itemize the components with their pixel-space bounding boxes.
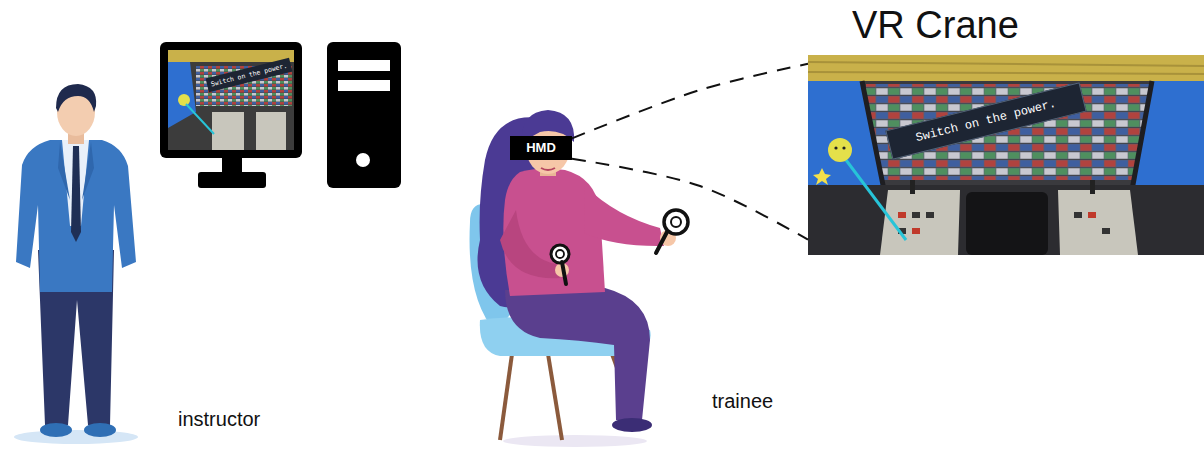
cabin-pillar	[862, 81, 1152, 190]
console-button	[1102, 228, 1110, 234]
vr-view: VR CraneSwitch on the power.	[808, 0, 1204, 255]
hair	[56, 84, 96, 112]
controller-ring	[671, 217, 681, 227]
console-button	[912, 212, 920, 218]
chair-leg	[548, 354, 562, 440]
computer-monitor	[160, 42, 302, 188]
shoe	[40, 423, 72, 437]
monitor-neck	[222, 158, 242, 174]
joystick	[910, 180, 915, 194]
instructor-figure	[14, 84, 138, 444]
console-button	[1088, 212, 1096, 218]
dashed-view-line	[572, 64, 808, 139]
lapel	[58, 142, 70, 200]
cabin-floor	[808, 185, 1204, 255]
console-button	[912, 228, 920, 234]
trousers	[505, 288, 650, 420]
hmd-box: HMD	[510, 136, 572, 160]
console-button	[1074, 212, 1082, 218]
joystick	[1090, 180, 1095, 194]
tie	[71, 146, 81, 242]
controller-ring	[556, 250, 564, 258]
instruction-banner: Switch on the power.	[885, 82, 1086, 159]
drive-slot	[338, 60, 390, 71]
screen-side-panel	[168, 62, 196, 128]
power-button	[356, 153, 370, 167]
console-button	[926, 212, 934, 218]
view-heading: VR Crane	[852, 2, 1019, 48]
floor-shadow	[503, 435, 647, 447]
controller-ring	[551, 245, 569, 263]
monitor-frame	[160, 42, 302, 158]
mascot-eye	[842, 146, 845, 149]
vr-controller	[551, 245, 569, 284]
monitor-screen	[168, 50, 294, 150]
shoe	[84, 423, 116, 437]
dashed-view-line	[572, 159, 808, 240]
screen-console	[256, 112, 286, 150]
mascot	[828, 138, 852, 162]
roof-texture	[808, 62, 1204, 74]
control-console	[1058, 190, 1138, 255]
node-text: Switch on the power.	[887, 83, 1086, 158]
cabin-background	[808, 55, 1204, 255]
shoe	[612, 418, 652, 432]
figure-label: instructor	[178, 408, 260, 431]
chair-leg	[500, 354, 512, 440]
mouth	[541, 168, 555, 170]
computer-tower	[327, 42, 401, 188]
node-text: HMD	[510, 136, 572, 160]
lapel	[82, 142, 94, 200]
controller-handle	[656, 232, 667, 253]
tower-case	[327, 42, 401, 188]
star	[813, 168, 831, 185]
arm	[584, 186, 664, 246]
pointer-ray	[846, 160, 906, 240]
vr-controller	[656, 210, 688, 253]
mascot-eye	[834, 146, 837, 149]
trainee-figure	[470, 110, 676, 447]
cabin-roof	[808, 55, 1204, 81]
monitor-base	[198, 172, 266, 188]
arm	[500, 210, 560, 278]
screen-console	[212, 112, 244, 150]
console-button	[898, 212, 906, 218]
figure-label: trainee	[712, 390, 773, 413]
controller-handle	[562, 262, 566, 284]
drive-slot	[338, 80, 390, 91]
vr-crane-screenshot	[808, 55, 1204, 255]
floor-shadow	[14, 430, 138, 444]
screen-mascot	[178, 94, 190, 106]
operator-seat	[966, 192, 1048, 255]
suit-jacket	[16, 140, 136, 292]
screen-pointer-ray	[186, 104, 214, 134]
